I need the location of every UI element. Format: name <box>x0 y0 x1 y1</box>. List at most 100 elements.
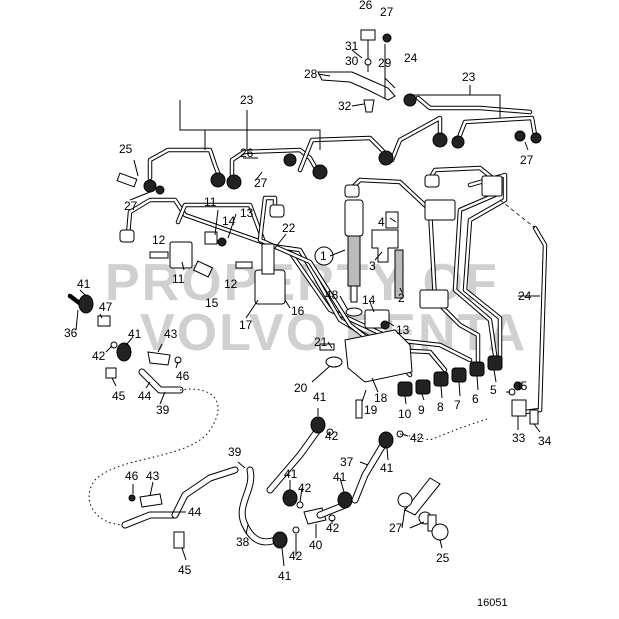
callout-15: 15 <box>205 296 219 310</box>
leader-5 <box>493 369 497 383</box>
callout-43-lower: 43 <box>146 469 160 483</box>
banjo-23-2 <box>226 174 242 190</box>
callout-10: 10 <box>398 407 412 421</box>
callout-3: 3 <box>369 259 376 273</box>
bolt-45 <box>105 367 117 379</box>
nut-13-lower <box>380 320 390 330</box>
washer-20 <box>325 356 343 368</box>
callout-27-mid: 27 <box>254 176 268 190</box>
reference-circle-1 <box>314 246 334 266</box>
nut-13 <box>217 237 227 247</box>
callout-19: 19 <box>364 403 378 417</box>
watermark-line-2: VOLVO PENTA <box>140 304 527 362</box>
callout-20: 20 <box>294 381 308 395</box>
bolt-12-left <box>149 251 169 259</box>
callout-6: 6 <box>472 392 479 406</box>
leader-13b <box>387 321 395 327</box>
leader-25b <box>439 539 443 549</box>
banjo-fitting-lower <box>404 477 441 516</box>
leader-36 <box>75 309 79 331</box>
nipple-41-lower-c <box>337 491 353 509</box>
nut-6 <box>469 361 485 377</box>
leader-42f <box>401 433 409 437</box>
callout-27-lower: 27 <box>389 521 403 535</box>
bolt-34 <box>529 409 539 425</box>
callout-27-left: 27 <box>124 199 138 213</box>
nut-32 <box>363 99 375 113</box>
callout-43-top: 43 <box>164 327 178 341</box>
bracket-33 <box>511 399 527 417</box>
leader-41e <box>281 547 285 567</box>
pipe-nut-top <box>269 204 285 218</box>
callout-5: 5 <box>490 383 497 397</box>
nipple-41-left <box>78 294 94 314</box>
banjo-23-6 <box>432 132 448 148</box>
leader-3 <box>374 251 383 261</box>
pipe-nut-mid <box>344 184 360 198</box>
callout-7: 7 <box>454 398 461 412</box>
callout-36: 36 <box>64 326 78 340</box>
callout-28: 28 <box>304 67 318 81</box>
leader-31 <box>351 49 363 59</box>
callout-32: 32 <box>338 99 352 113</box>
nipple-41-lower-b <box>272 531 288 549</box>
nipple-41-mid <box>116 342 132 362</box>
leader-41f <box>339 477 345 493</box>
callout-13-lower: 13 <box>396 323 410 337</box>
callout-47: 47 <box>99 300 113 314</box>
stud-2 <box>394 249 404 299</box>
washer-30 <box>364 58 372 66</box>
callout-31: 31 <box>345 39 359 53</box>
stud-4 <box>385 211 399 229</box>
leader-22 <box>274 233 287 249</box>
callout-44-lower: 44 <box>188 505 202 519</box>
delivery-pipe-10-inner <box>126 198 472 362</box>
pipe-24-inner <box>523 226 547 414</box>
callout-42-lower-a: 42 <box>298 481 312 495</box>
callout-33: 33 <box>512 431 526 445</box>
callout-46-top: 46 <box>176 369 190 383</box>
leader-41b <box>125 337 133 346</box>
callout-12-left: 12 <box>152 233 166 247</box>
callout-35: 35 <box>514 379 528 393</box>
callout-12-mid: 12 <box>224 277 238 291</box>
nut-7 <box>451 367 467 383</box>
callout-42-right: 42 <box>410 431 424 445</box>
callout-26-top: 26 <box>359 0 373 12</box>
leader-23a <box>179 100 206 150</box>
pipe-clamps <box>169 175 503 330</box>
washer-42-left <box>110 341 118 349</box>
banjo-23-4 <box>312 164 328 180</box>
clamp-upper-right <box>424 199 456 221</box>
callout-46-lower: 46 <box>125 469 139 483</box>
leader-21 <box>327 341 333 349</box>
leader-17 <box>245 299 259 319</box>
callout-41-lower-c: 41 <box>333 470 347 484</box>
leader-41g <box>386 447 389 461</box>
leader-34 <box>533 423 541 433</box>
leader-27c <box>524 141 529 151</box>
pipe-23-b-inner <box>230 148 320 182</box>
nut-8 <box>433 371 449 387</box>
callout-26-mid: 26 <box>240 146 254 160</box>
washer-27-right-b <box>530 132 542 144</box>
washer-42-lower-a <box>296 501 304 509</box>
leader-25a <box>133 159 139 177</box>
seal-ring-48 <box>345 307 363 317</box>
pipe-23-a-inner <box>148 148 222 180</box>
callout-41-lower-b: 41 <box>278 569 292 583</box>
washer-27-top <box>382 33 392 43</box>
banjo-nipple-top <box>403 93 417 107</box>
callout-39-mid: 39 <box>228 445 242 459</box>
washer-27-right-a <box>514 130 526 142</box>
fitting-22 <box>261 243 275 275</box>
callout-42-left: 42 <box>92 349 106 363</box>
callout-42-lower-b: 42 <box>289 549 303 563</box>
leader-27e <box>409 521 425 529</box>
leader-19 <box>361 389 367 403</box>
leader-9 <box>421 393 425 401</box>
callout-44-top: 44 <box>138 389 152 403</box>
bolt-25-left <box>116 172 138 188</box>
bolt-45-lower <box>173 531 185 549</box>
